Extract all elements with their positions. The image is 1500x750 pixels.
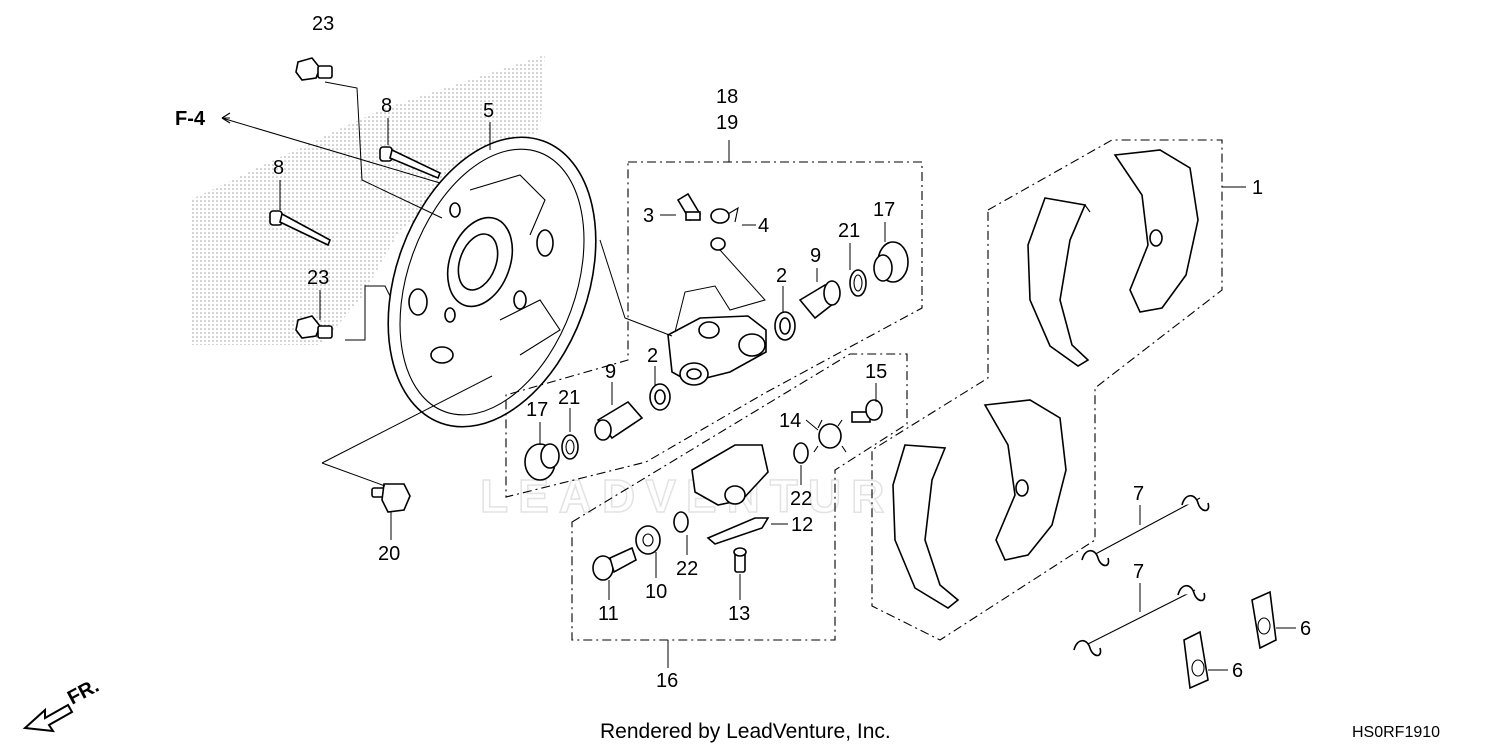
callout-23-lower: 23 [307,267,329,289]
callout-12: 12 [791,514,813,536]
callout-14: 14 [779,410,801,432]
bolt-8-upper [379,146,442,180]
cup-2-left [649,383,671,411]
callout-19: 19 [716,112,738,134]
callout-7-lower: 7 [1133,561,1144,583]
clip-6-lower [1183,630,1209,690]
bolt-20 [371,483,411,513]
callout-22-lower: 22 [676,558,698,580]
callout-16: 16 [656,670,678,692]
brake-backing-plate [387,136,597,428]
adjuster-screw-14 [813,419,847,453]
f4-arrow-icon [221,112,231,124]
callout-numbers: 23 8 5 8 23 18 19 3 4 17 21 9 2 2 9 21 1… [273,13,1311,692]
adjuster-assy-box [571,353,908,641]
callout-4: 4 [758,215,769,237]
wheel-cylinder-body [667,315,767,386]
screw-11 [592,546,637,581]
screw-15 [851,399,883,423]
callout-5: 5 [483,100,494,122]
callout-15: 15 [865,361,887,383]
callout-23-upper: 23 [312,13,334,35]
piston-9-left [594,400,644,441]
cup-2-right [774,311,796,341]
boot-17-left [524,443,560,481]
spring-7-upper [1081,494,1210,567]
bolt-23-lower [295,315,333,339]
callout-11: 11 [598,603,619,625]
bleeder-screw-3 [676,192,702,222]
pin-13 [733,547,747,573]
footer-credit: Rendered by LeadVenture, Inc. [600,720,891,743]
washer-22-lower [673,511,689,533]
brake-shoe-lower-left [892,444,960,609]
bleeder-cap-4 [710,206,739,251]
callout-8-upper: 8 [381,95,392,117]
callout-20: 20 [378,543,400,565]
callout-9-left: 9 [605,361,616,383]
callout-7-upper: 7 [1133,483,1144,505]
callout-6-upper: 6 [1300,618,1311,640]
leader-lines [221,81,1296,671]
callout-17-right: 17 [873,199,895,221]
wheel-cylinder-assy-box [505,161,923,498]
callout-13: 13 [728,603,750,625]
callout-1: 1 [1252,177,1263,199]
brake-shoe-lower-right [983,399,1067,561]
brake-shoe-set-box [871,139,1223,641]
callout-2-right: 2 [776,265,787,287]
callout-2-left: 2 [647,345,658,367]
washer-22-upper [793,442,809,464]
callout-8-lower: 8 [273,157,284,179]
adjuster-body [691,444,769,506]
callout-17-left: 17 [526,399,548,421]
brake-shoe-upper-left [1027,197,1091,367]
bolt-23-upper [295,57,333,81]
callout-3: 3 [643,205,654,227]
clip-6-upper [1251,590,1277,650]
front-direction-arrow-icon [22,703,74,733]
callout-21-right: 21 [838,220,860,242]
callout-21-left: 21 [558,387,580,409]
lever-12 [706,517,770,545]
ring-21-left [561,434,579,460]
callout-22-upper: 22 [790,488,812,510]
brake-shoe-upper-right [1113,149,1199,313]
boot-17-right [873,241,909,283]
spring-7-lower [1073,584,1206,657]
bolt-8-lower [269,210,332,247]
front-label: FR. [64,675,103,710]
callout-6-lower: 6 [1232,660,1243,682]
callout-18: 18 [716,86,738,108]
frame-shading [190,55,545,345]
callout-10: 10 [645,581,667,603]
ring-21-right [849,269,867,297]
callout-9-right: 9 [810,245,821,267]
piston-9-right [798,280,841,320]
ref-label-f4: F-4 [175,108,206,130]
adjuster-wheel-10 [635,525,661,555]
diagram-code: HS0RF1910 [1352,724,1440,741]
